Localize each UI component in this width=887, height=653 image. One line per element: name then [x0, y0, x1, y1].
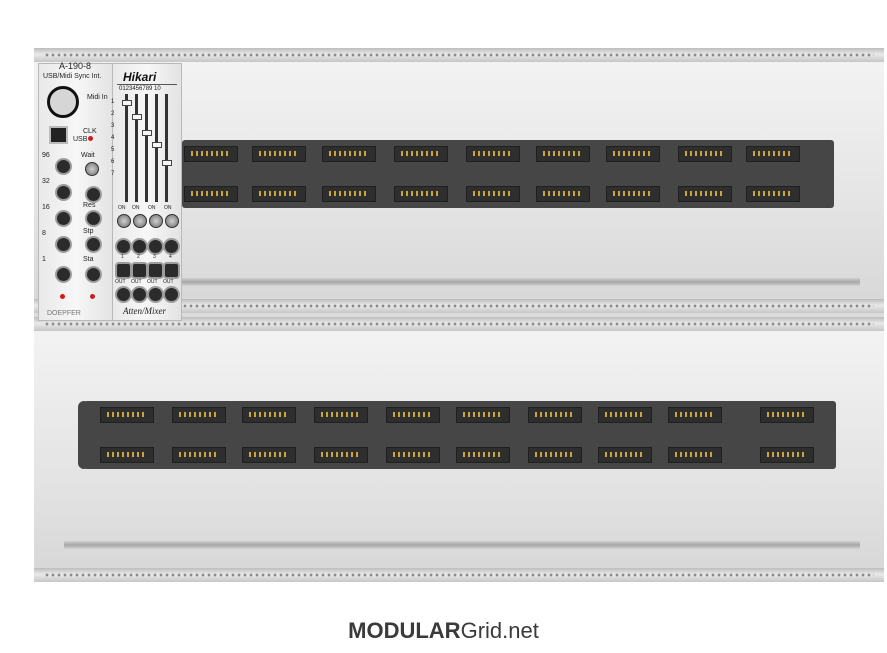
eurorack-case: [34, 48, 884, 582]
input-jack-2[interactable]: [133, 240, 146, 253]
row-number: 4: [111, 135, 115, 141]
out-label: OUT: [147, 279, 158, 285]
fader-scale: 0123456789 10: [119, 86, 161, 92]
output-jack-3[interactable]: [149, 264, 162, 277]
fader-3[interactable]: [142, 130, 152, 136]
row-label: Stp: [83, 228, 94, 235]
row-number: 3: [111, 123, 115, 129]
fader-track: [155, 94, 158, 202]
brand-bold: MODULAR: [348, 618, 461, 643]
clock-96-jack[interactable]: [57, 160, 70, 173]
toggle-3[interactable]: [149, 214, 163, 228]
mix-jack-4[interactable]: [165, 288, 178, 301]
usb-port[interactable]: [49, 126, 68, 144]
power-bus-board: [78, 401, 836, 469]
output-jack-1[interactable]: [117, 264, 130, 277]
row-number: 7: [111, 171, 115, 177]
usb-label: USB: [73, 136, 88, 143]
fader-2[interactable]: [132, 114, 142, 120]
modulargrid-footer[interactable]: MODULARGrid.net: [0, 618, 887, 644]
fader-track: [165, 94, 168, 202]
row-label: 32: [42, 178, 50, 185]
mix-jack-2[interactable]: [133, 288, 146, 301]
input-jack-4[interactable]: [165, 240, 178, 253]
brand-label: DOEPFER: [47, 310, 81, 317]
module-name: Atten/Mixer: [123, 306, 166, 316]
case-row-2: [34, 317, 884, 582]
top-rail: [34, 48, 884, 62]
clock-1-jack[interactable]: [57, 268, 70, 281]
clock-led: [60, 294, 65, 299]
row-label: Wait: [81, 152, 95, 159]
row-number: 2: [111, 111, 115, 117]
module-a190-8[interactable]: A-190-8 USB/Midi Sync Int. Midi In CLK U…: [38, 61, 114, 321]
row-label: 16: [42, 204, 50, 211]
output-jack-2[interactable]: [133, 264, 146, 277]
clock-16-jack[interactable]: [57, 212, 70, 225]
mix-jack-3[interactable]: [149, 288, 162, 301]
channel-number: 3: [153, 254, 156, 260]
midi-in-jack[interactable]: [47, 86, 79, 118]
fader-1[interactable]: [122, 100, 132, 106]
case-groove: [64, 541, 860, 549]
bottom-rail: [34, 299, 884, 313]
input-jack-3[interactable]: [149, 240, 162, 253]
out-label: OUT: [163, 279, 174, 285]
mix-jack-1[interactable]: [117, 288, 130, 301]
output-jack-4[interactable]: [165, 264, 178, 277]
fader-track: [145, 94, 148, 202]
row-number: 5: [111, 147, 115, 153]
row-label: Sta: [83, 256, 94, 263]
fader-4[interactable]: [152, 142, 162, 148]
module-hikari-atten-mixer[interactable]: Hikari 0123456789 10 1 2 3 4 5 6 7 ON ON…: [111, 63, 182, 321]
row-label: 8: [42, 230, 46, 237]
toggle-1[interactable]: [117, 214, 131, 228]
input-jack-1[interactable]: [117, 240, 130, 253]
switch-label: ON: [148, 205, 156, 211]
row-label: 1: [42, 256, 46, 263]
toggle-4[interactable]: [165, 214, 179, 228]
midi-label: Midi In: [87, 94, 108, 101]
channel-number: 2: [137, 254, 140, 260]
start-jack[interactable]: [87, 268, 100, 281]
clock-8-jack[interactable]: [57, 238, 70, 251]
switch-label: ON: [164, 205, 172, 211]
fader-5[interactable]: [162, 160, 172, 166]
bottom-rail: [34, 568, 884, 582]
channel-number: 4: [169, 254, 172, 260]
brand-logo: Hikari: [123, 70, 157, 84]
clock-32-jack[interactable]: [57, 186, 70, 199]
row-label: Res: [83, 202, 96, 209]
switch-label: ON: [132, 205, 140, 211]
brand-rest: Grid.net: [460, 618, 539, 643]
wait-knob[interactable]: [85, 162, 99, 176]
row-label: 96: [42, 152, 50, 159]
clk-led: [88, 136, 93, 141]
channel-number: 1: [121, 254, 124, 260]
out-label: OUT: [115, 279, 126, 285]
top-rail: [34, 317, 884, 331]
switch-label: ON: [118, 205, 126, 211]
power-bus-board: [182, 140, 834, 208]
case-groove: [64, 278, 860, 286]
start-led: [90, 294, 95, 299]
wait-jack[interactable]: [87, 188, 100, 201]
out-label: OUT: [131, 279, 142, 285]
reset-jack[interactable]: [87, 212, 100, 225]
clk-label: CLK: [83, 128, 97, 135]
module-title: A-190-8: [59, 61, 92, 71]
stop-jack[interactable]: [87, 238, 100, 251]
row-number: 1: [111, 99, 115, 105]
fader-track: [125, 94, 128, 202]
toggle-2[interactable]: [133, 214, 147, 228]
module-subtitle: USB/Midi Sync Int.: [43, 73, 102, 80]
row-number: 6: [111, 159, 115, 165]
fader-track: [135, 94, 138, 202]
